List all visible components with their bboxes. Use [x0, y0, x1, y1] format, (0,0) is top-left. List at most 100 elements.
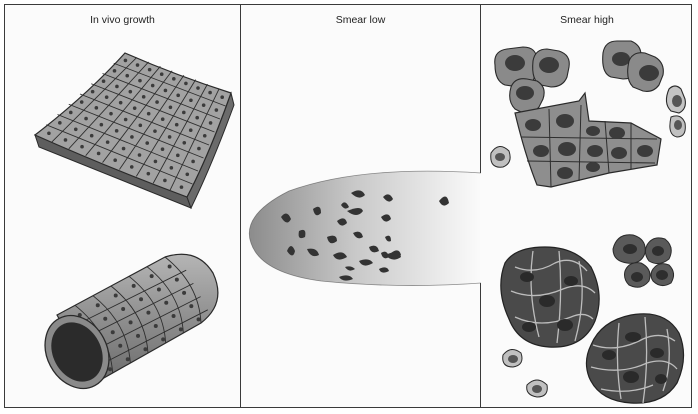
tube-nucleus: [132, 284, 136, 288]
sheet-nucleus: [209, 121, 213, 125]
tube-nucleus: [161, 337, 165, 341]
cell-cluster-top-right: [603, 41, 686, 113]
sheet-nucleus: [163, 179, 167, 183]
sheet-nucleus: [164, 89, 168, 93]
sheet-nucleus: [161, 117, 165, 121]
sheet-nucleus: [215, 108, 219, 112]
sheet-nucleus: [130, 135, 134, 139]
sheet-nucleus: [106, 140, 110, 144]
sheet-nucleus: [47, 131, 51, 135]
sheet-nucleus: [145, 141, 149, 145]
epithelial-tube: [33, 254, 218, 399]
sheet-nucleus: [220, 95, 224, 99]
sheet-nucleus: [180, 185, 184, 189]
tube-nucleus: [111, 330, 115, 334]
sheet-nucleus: [58, 121, 62, 125]
sheet-nucleus: [154, 160, 158, 164]
sheet-nucleus: [184, 82, 188, 86]
sheet-nucleus: [119, 101, 123, 105]
tube-nucleus: [96, 303, 100, 307]
sheet-nucleus: [102, 79, 106, 83]
panel-smear-low: Smear low: [241, 5, 481, 407]
panel-smear-high: Smear high: [481, 5, 693, 407]
epithelial-sheet: [35, 53, 234, 208]
sheet-nucleus: [176, 154, 180, 158]
sheet-nucleus: [95, 106, 99, 110]
sheet-nucleus: [97, 152, 101, 156]
sheet-nucleus: [203, 134, 207, 138]
sheet-nucleus: [169, 105, 173, 109]
tube-nucleus: [143, 347, 147, 351]
sheet-nucleus: [130, 165, 134, 169]
sheet-nucleus: [80, 100, 84, 104]
tube-nucleus: [118, 344, 122, 348]
tube-nucleus: [136, 334, 140, 338]
sheet-nucleus: [196, 86, 200, 90]
sheet-nucleus: [160, 72, 164, 76]
tube-nucleus: [126, 357, 130, 361]
tube-nucleus: [103, 317, 107, 321]
sheet-nucleus: [148, 68, 152, 72]
sheet-nucleus: [109, 112, 113, 116]
sheet-nucleus: [153, 129, 157, 133]
cell-cluster-top-left: [495, 47, 570, 113]
cell-clump-left: [501, 247, 599, 347]
tube-nucleus: [172, 314, 176, 318]
smear-high-illustration: [481, 5, 693, 409]
sheet-nucleus: [176, 94, 180, 98]
sheet-nucleus: [170, 166, 174, 170]
sheet-nucleus: [113, 69, 117, 73]
sheet-nucleus: [133, 106, 137, 110]
sheet-nucleus: [115, 85, 119, 89]
smear-low-illustration: [241, 5, 481, 409]
sheet-nucleus: [138, 153, 142, 157]
cell-clump-right: [586, 314, 683, 403]
sheet-nucleus: [189, 98, 193, 102]
sheet-nucleus: [197, 147, 201, 151]
tube-nucleus: [114, 294, 118, 298]
sheet-nucleus: [202, 103, 206, 107]
sheet-nucleus: [182, 111, 186, 115]
sheet-nucleus: [185, 172, 189, 176]
sheet-nucleus: [69, 111, 73, 115]
tube-nucleus: [108, 367, 112, 371]
sheet-nucleus: [80, 145, 84, 149]
sheet-nucleus: [100, 123, 104, 127]
figure-frame: In vivo growth: [4, 4, 692, 408]
sheet-nucleus: [136, 63, 140, 67]
sheet-nucleus: [84, 117, 88, 121]
sheet-nucleus: [168, 135, 172, 139]
tube-nucleus: [121, 307, 125, 311]
sheet-nucleus: [113, 158, 117, 162]
sheet-nucleus: [172, 77, 176, 81]
tube-nucleus: [168, 264, 172, 268]
sheet-nucleus: [115, 129, 119, 133]
tube-nucleus: [164, 301, 168, 305]
in-vivo-illustration: [5, 5, 241, 409]
sheet-nucleus: [151, 84, 155, 88]
sheet-nucleus: [191, 160, 195, 164]
sheet-nucleus: [142, 95, 146, 99]
sheet-nucleus: [175, 123, 179, 127]
sheet-nucleus: [125, 74, 129, 78]
tube-nucleus: [139, 297, 143, 301]
panel-in-vivo-growth: In vivo growth: [5, 5, 241, 407]
sheet-nucleus: [90, 134, 94, 138]
sheet-nucleus: [124, 118, 128, 122]
tube-nucleus: [197, 317, 201, 321]
sheet-nucleus: [124, 59, 128, 63]
sheet-nucleus: [139, 124, 143, 128]
tube-nucleus: [175, 278, 179, 282]
sheet-nucleus: [189, 128, 193, 132]
cell-cluster-mid-right: [613, 235, 674, 287]
tube-nucleus: [179, 327, 183, 331]
tube-nucleus: [182, 291, 186, 295]
tube-nucleus: [154, 324, 158, 328]
sheet-nucleus: [64, 138, 68, 142]
tube-nucleus: [150, 274, 154, 278]
tube-nucleus: [189, 304, 193, 308]
sheet-nucleus: [138, 79, 142, 83]
sheet-nucleus: [182, 141, 186, 145]
sheet-nucleus: [91, 90, 95, 94]
sheet-nucleus: [129, 90, 133, 94]
